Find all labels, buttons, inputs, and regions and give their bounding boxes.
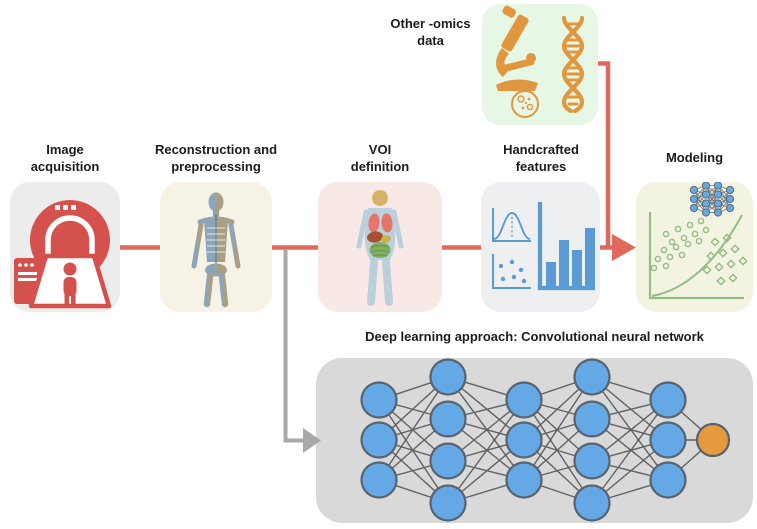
step-label-voi-definition: VOI definition <box>350 142 410 174</box>
nn-nodes <box>360 358 731 522</box>
model-plot-icon <box>648 182 748 300</box>
nn-node <box>429 358 467 396</box>
step-label-handcrafted-features: Handcrafted features <box>503 142 579 174</box>
step-label-image-acquisition: Image acquisition <box>30 142 100 174</box>
omics-icons <box>496 5 585 118</box>
body-organs-icon <box>356 190 404 306</box>
nn-node <box>360 381 398 419</box>
nn-node <box>505 461 543 499</box>
nn-node <box>649 421 687 459</box>
nn-node <box>573 442 611 480</box>
ct-scanner-icon <box>14 200 112 309</box>
omics-data-box <box>482 4 598 125</box>
skeleton-body-icon <box>191 192 241 308</box>
microscope-icon <box>496 5 538 91</box>
histogram-curve-icon <box>492 208 531 242</box>
feature-charts-icon <box>492 202 595 291</box>
nn-node <box>429 484 467 522</box>
nn-node <box>573 484 611 522</box>
nn-node <box>573 400 611 438</box>
neural-network-diagram <box>360 358 731 522</box>
step-label-modeling: Modeling <box>665 150 724 165</box>
nn-node <box>649 381 687 419</box>
step-box-modeling <box>636 182 753 312</box>
dna-icon <box>561 15 585 114</box>
petri-dish-icon <box>511 90 539 118</box>
step-box-voi-definition <box>318 182 442 312</box>
nn-node <box>649 461 687 499</box>
nn-node <box>360 421 398 459</box>
model-scatter-circles <box>650 217 710 272</box>
mini-neural-net-icon <box>689 182 735 217</box>
bar-chart-icon <box>537 202 595 291</box>
nn-node <box>429 400 467 438</box>
deep-learning-box <box>316 358 753 523</box>
step-box-reconstruction <box>160 182 272 312</box>
scatter-plot-icon <box>492 254 531 289</box>
arrow-branch-to-deep-learning <box>283 249 303 443</box>
red-arrowhead <box>612 234 636 261</box>
step-box-handcrafted-features <box>481 182 600 312</box>
nn-node <box>505 381 543 419</box>
deep-learning-title: Deep learning approach: Convolutional ne… <box>365 329 704 344</box>
omics-box-label: Other -omics data <box>390 16 471 48</box>
nn-node <box>429 442 467 480</box>
nn-node <box>505 421 543 459</box>
nn-node <box>360 461 398 499</box>
nn-node <box>573 358 611 396</box>
step-box-image-acquisition <box>10 182 120 312</box>
step-label-reconstruction: Reconstruction and preprocessing <box>154 142 278 174</box>
nn-output-node <box>695 422 731 458</box>
model-scatter-diamonds <box>702 233 748 286</box>
